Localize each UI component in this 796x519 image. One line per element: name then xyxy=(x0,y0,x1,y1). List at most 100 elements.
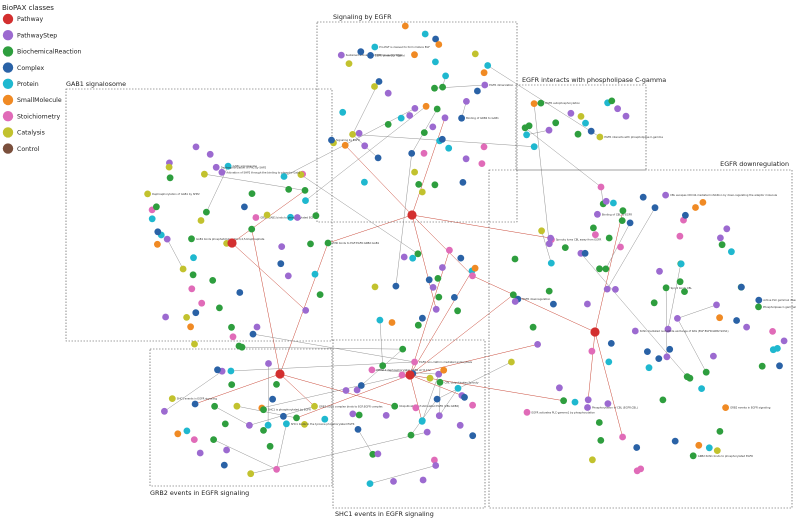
edge xyxy=(541,230,552,264)
network-node xyxy=(671,437,679,445)
network-node xyxy=(252,214,260,221)
network-node xyxy=(224,162,232,170)
network-node xyxy=(422,102,430,110)
edge xyxy=(580,253,688,377)
network-node xyxy=(755,296,763,304)
edge xyxy=(677,304,717,319)
network-node xyxy=(415,181,423,188)
legend-entry: PathwayStep xyxy=(17,32,57,39)
edge xyxy=(395,153,412,287)
edge xyxy=(409,270,473,376)
network-node xyxy=(619,207,627,215)
network-node xyxy=(509,291,517,299)
network-node xyxy=(612,286,619,293)
edge xyxy=(472,275,596,333)
pathway-hub-node xyxy=(227,238,237,248)
network-node xyxy=(480,143,488,151)
legend-entry: Complex xyxy=(17,65,44,72)
network-node xyxy=(371,83,378,90)
network-node xyxy=(216,304,223,312)
node-label: PI3K binds to EGF:EGFR:GRB2:GAB1 xyxy=(333,241,380,245)
legend-entry: Control xyxy=(17,146,40,153)
network-node xyxy=(414,250,422,258)
network-node xyxy=(397,114,405,122)
network-node xyxy=(596,265,603,273)
node-label: EGFR non-clathrin mediated endocytosis xyxy=(419,360,473,364)
network-node xyxy=(391,402,399,410)
edge xyxy=(677,318,707,373)
edge xyxy=(252,333,415,363)
network-node xyxy=(353,386,361,394)
pathway-hub-node xyxy=(275,369,285,379)
network-node xyxy=(480,69,488,77)
network-node xyxy=(165,163,173,171)
network-node xyxy=(525,122,533,130)
network-node xyxy=(617,243,624,251)
node-label: GRB2:SOS1 binds to phosphorylated EGFR xyxy=(698,454,753,458)
network-node xyxy=(758,362,766,370)
edge xyxy=(409,294,514,376)
network-node xyxy=(436,378,444,386)
network-node xyxy=(206,150,214,158)
edge xyxy=(279,373,395,407)
network-node xyxy=(260,406,267,414)
legend-entry: Protein xyxy=(17,81,39,88)
network-node xyxy=(390,478,397,485)
edge xyxy=(594,210,624,333)
network-node xyxy=(659,396,667,404)
legend-swatch xyxy=(2,143,14,154)
network-node xyxy=(246,421,253,429)
network-node xyxy=(556,384,563,392)
network-node xyxy=(197,217,205,224)
network-node xyxy=(342,387,350,394)
network-node xyxy=(419,476,427,484)
network-node xyxy=(618,217,626,225)
network-node xyxy=(192,143,200,151)
network-node xyxy=(235,342,243,350)
network-node xyxy=(144,190,152,198)
network-node xyxy=(189,271,197,279)
edge xyxy=(409,374,423,422)
network-node xyxy=(366,480,374,487)
network-node xyxy=(463,98,470,105)
network-node xyxy=(529,323,537,331)
network-node xyxy=(191,340,198,348)
network-node xyxy=(301,187,309,194)
network-node xyxy=(433,105,441,113)
network-node xyxy=(154,240,161,248)
network-node xyxy=(324,239,332,247)
group-label-downreg: EGFR downregulation xyxy=(720,160,789,168)
network-node xyxy=(302,307,310,314)
network-node xyxy=(388,319,396,326)
network-node xyxy=(236,289,244,296)
network-node xyxy=(263,211,271,219)
network-node xyxy=(435,412,443,420)
network-node xyxy=(595,419,603,426)
edge xyxy=(439,388,459,416)
edge xyxy=(231,242,306,311)
network-node xyxy=(287,213,294,221)
network-node xyxy=(168,395,176,402)
node-label: CIN, ubiquitinates Sprouty xyxy=(445,380,479,384)
edge xyxy=(526,129,550,136)
network-node xyxy=(190,436,198,443)
network-edges xyxy=(164,65,717,484)
network-node xyxy=(666,345,674,353)
network-node xyxy=(302,197,309,205)
node-label: EGFR autophosphorylation xyxy=(545,101,580,105)
network-node xyxy=(484,62,492,69)
network-node xyxy=(341,141,349,149)
network-node xyxy=(221,420,229,428)
network-node xyxy=(399,345,407,353)
network-node xyxy=(223,446,231,454)
edge xyxy=(296,374,411,419)
network-node xyxy=(644,348,651,355)
network-node xyxy=(446,246,453,254)
network-node xyxy=(538,227,545,235)
node-label: Dephosphorylation of PAG by SHP2 xyxy=(221,165,267,169)
network-node xyxy=(682,211,689,219)
network-node xyxy=(187,323,195,331)
network-node xyxy=(249,330,257,338)
network-node xyxy=(596,133,604,141)
network-node xyxy=(545,287,553,295)
